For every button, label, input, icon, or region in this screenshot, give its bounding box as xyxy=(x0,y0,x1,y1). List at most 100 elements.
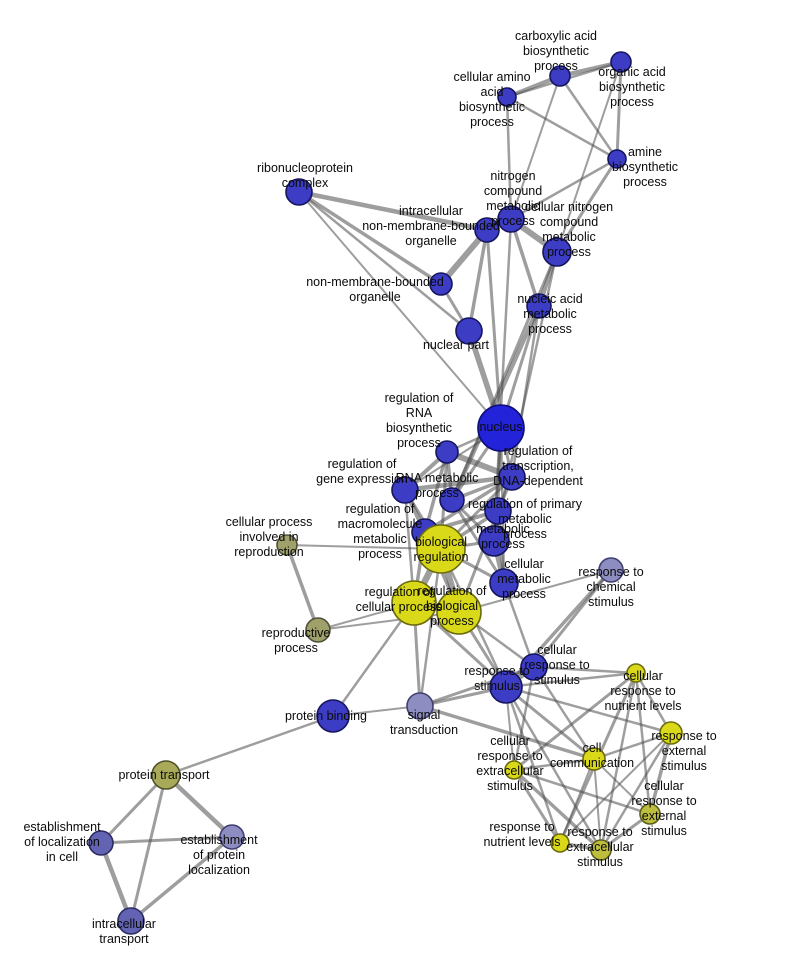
graph-node-reg_gene[interactable] xyxy=(391,476,419,504)
graph-node-cellular_nitrogen[interactable] xyxy=(542,237,572,267)
graph-node-cellular_response_external[interactable] xyxy=(639,803,661,825)
graph-edge xyxy=(599,731,673,852)
graph-node-cell_communication[interactable] xyxy=(582,747,606,771)
node-label: carboxylic acid xyxy=(515,29,597,43)
node-label: transport xyxy=(99,932,149,946)
graph-node-nitrogen_compound[interactable] xyxy=(497,205,525,233)
graph-edge xyxy=(458,569,612,613)
graph-node-nuclear_part[interactable] xyxy=(455,317,483,345)
graph-node-establishment_loc_cell[interactable] xyxy=(88,830,114,856)
graph-edge xyxy=(129,773,168,923)
graph-node-cellular_response_nutrient[interactable] xyxy=(626,663,646,683)
graph-edge xyxy=(505,95,513,221)
graph-edge xyxy=(129,835,234,923)
graph-edge xyxy=(285,543,320,632)
graph-node-carboxylic[interactable] xyxy=(549,65,571,87)
node-label: organelle xyxy=(405,234,456,248)
node-label: nitrogen xyxy=(490,169,535,183)
graph-node-cellular_metabolic[interactable] xyxy=(489,568,519,598)
graph-edge xyxy=(504,685,596,761)
node-label: metabolic xyxy=(353,532,407,546)
graph-node-reg_primary[interactable] xyxy=(484,497,512,525)
graph-edge xyxy=(615,60,623,161)
graph-node-response_chemical[interactable] xyxy=(598,557,624,583)
graph-node-response_external[interactable] xyxy=(659,721,683,745)
node-label: cellular process xyxy=(226,515,313,529)
node-label: in cell xyxy=(46,850,78,864)
graph-edge xyxy=(504,685,562,845)
graph-edge xyxy=(164,714,335,777)
graph-edge xyxy=(509,157,619,221)
node-label: biosynthetic xyxy=(523,44,589,58)
graph-node-intracellular_transport[interactable] xyxy=(117,907,145,935)
graph-edge xyxy=(532,665,638,675)
graph-node-protein_binding[interactable] xyxy=(316,699,350,733)
node-label: process xyxy=(274,641,318,655)
graph-node-metabolic_process[interactable] xyxy=(478,525,510,557)
graph-edge xyxy=(505,95,619,161)
graph-edge xyxy=(593,758,651,815)
graph-node-response_extracellular[interactable] xyxy=(590,839,612,861)
graph-node-reg_rna[interactable] xyxy=(435,440,459,464)
graph-node-reg_biological[interactable] xyxy=(436,589,482,635)
graph-edges xyxy=(98,60,673,924)
graph-node-response_stimulus[interactable] xyxy=(489,670,523,704)
graph-edge xyxy=(298,191,502,429)
node-label: RNA xyxy=(406,406,433,420)
graph-edge xyxy=(423,450,449,534)
graph-node-intracellular_nmb[interactable] xyxy=(474,217,500,243)
graph-edge xyxy=(512,768,562,845)
graph-node-signal_transduction[interactable] xyxy=(406,692,434,720)
node-label: cellular amino xyxy=(453,70,530,84)
graph-node-nucleic_acid[interactable] xyxy=(526,293,552,319)
graph-edge xyxy=(558,74,619,161)
graph-edge xyxy=(512,768,603,852)
node-label: macromolecule xyxy=(338,517,423,531)
graph-node-amine[interactable] xyxy=(607,149,627,169)
graph-node-cpi_reproduction[interactable] xyxy=(276,534,298,556)
graph-edge xyxy=(512,665,536,772)
node-label: establishment xyxy=(23,820,101,834)
node-label: transduction xyxy=(390,723,458,737)
graph-edge xyxy=(467,228,489,333)
graph-node-cellular_amino[interactable] xyxy=(497,87,517,107)
node-label: stimulus xyxy=(588,595,634,609)
graph-node-cellular_response[interactable] xyxy=(520,653,548,681)
graph-edge xyxy=(559,732,672,844)
graph-node-rna_metabolic[interactable] xyxy=(439,487,465,513)
graph-edge xyxy=(163,772,235,840)
graph-edge xyxy=(99,773,168,845)
graph-node-biological_regulation[interactable] xyxy=(416,524,466,574)
node-label: cellular xyxy=(504,557,544,571)
node-label: of protein xyxy=(193,848,245,862)
graph-edge xyxy=(297,190,443,286)
graph-node-establishment_protein_loc[interactable] xyxy=(219,824,245,850)
graph-node-cellular_response_extracellular[interactable] xyxy=(504,760,524,780)
graph-node-organic[interactable] xyxy=(610,51,632,73)
node-label: regulation of xyxy=(328,457,397,471)
node-label: regulation of xyxy=(346,502,415,516)
graph-edge xyxy=(599,671,638,852)
graph-edge xyxy=(512,768,652,816)
node-label: nutrient levels xyxy=(483,835,560,849)
graph-node-nucleus[interactable] xyxy=(477,404,525,452)
graph-edge xyxy=(504,671,638,689)
graph-node-ribonucleoprotein[interactable] xyxy=(285,178,313,206)
graph-edge xyxy=(331,601,416,718)
graph-edge xyxy=(648,731,673,816)
graph-node-reg_cellular[interactable] xyxy=(391,580,437,626)
graph-nodes xyxy=(88,51,683,935)
graph-node-non_membrane[interactable] xyxy=(429,272,453,296)
graph-edge xyxy=(296,189,490,233)
graph-edge xyxy=(423,475,514,534)
graph-node-protein_transport[interactable] xyxy=(151,760,181,790)
graph-node-reg_transcription[interactable] xyxy=(498,463,526,491)
graph-edge xyxy=(402,474,515,493)
graph-edge xyxy=(532,665,596,761)
graph-edge xyxy=(449,303,542,503)
graph-node-reproductive[interactable] xyxy=(305,617,331,643)
graph-edge xyxy=(555,157,619,254)
graph-node-response_nutrient[interactable] xyxy=(550,833,570,853)
node-label: cellular xyxy=(644,779,684,793)
